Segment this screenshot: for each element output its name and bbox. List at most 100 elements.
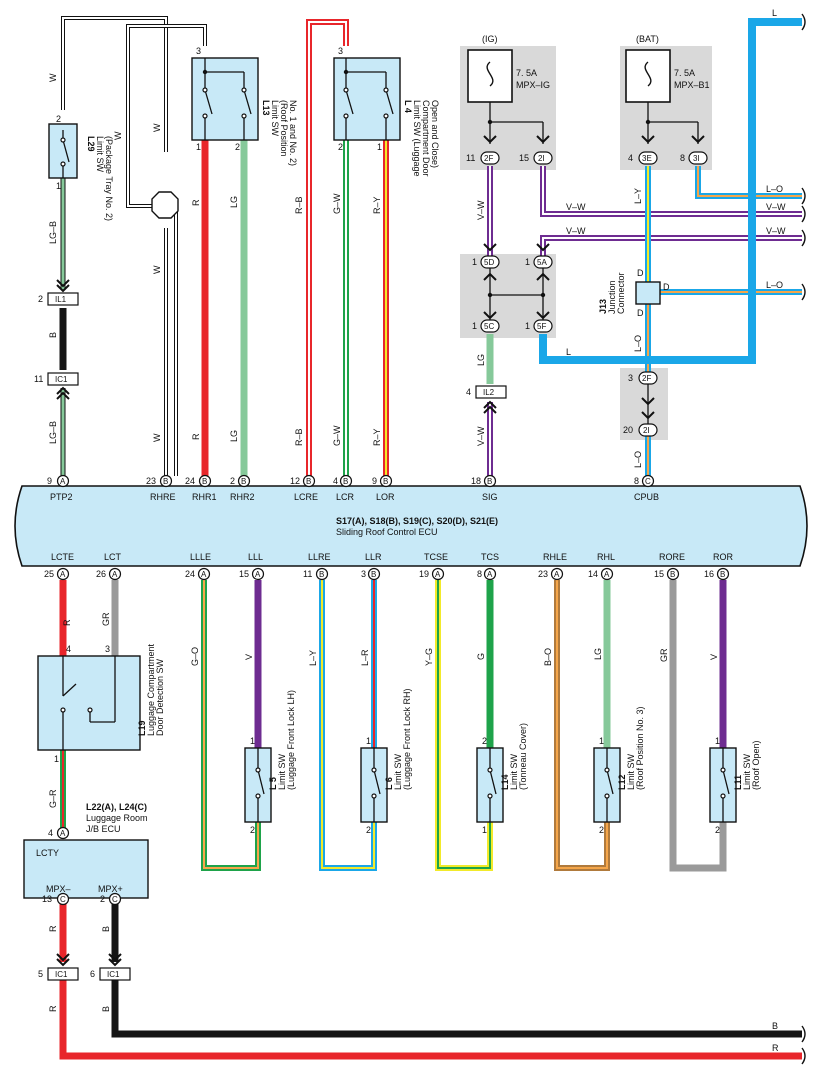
l6-code: L 6 [384, 777, 394, 790]
l29-line2: (Package Tray No. 2) [104, 136, 114, 221]
wire-label-ly2: L–Y [308, 650, 318, 666]
wire-label-gw2: G–W [332, 425, 342, 446]
fuse-ig-conn2: 2I [538, 154, 545, 163]
l22-lcty: LCTY [36, 848, 59, 858]
l11-line2: (Roof Open) [751, 740, 761, 790]
l19-code: L19 [137, 720, 147, 736]
wire-end-marks [801, 13, 806, 1065]
l22-pin-in: 4 [48, 828, 53, 838]
top-pin-conn-6: B [383, 477, 388, 486]
bot-pin-conn-10: B [670, 570, 675, 579]
l4-pin-b1: 2 [338, 142, 343, 152]
j13-pin-top: D [637, 268, 644, 278]
top-pin-conn-4: B [306, 477, 311, 486]
wire-label-go: G–O [190, 647, 200, 666]
l11-pin-bottom: 2 [715, 825, 720, 835]
ic1-b-pin: 6 [90, 969, 95, 979]
l12-pin-bottom: 2 [599, 825, 604, 835]
l5-line1: Limit SW [277, 753, 287, 790]
il1-name: IL1 [55, 295, 67, 304]
wire-label-gw1: G–W [332, 193, 342, 214]
l4-code: L 4 [403, 100, 413, 113]
top-pin-name-6: LOR [376, 492, 395, 502]
l6-limit-switch [360, 747, 388, 823]
top-pin-num-7: 18 [471, 476, 481, 486]
l11-code: L11 [733, 775, 743, 790]
l22-line2: J/B ECU [86, 824, 121, 834]
wire-label-vw-ig: V–W [476, 200, 486, 220]
splice-octagon [151, 191, 179, 219]
wire-label-b-end: B [772, 1021, 778, 1031]
l22-pin-m: 13 [42, 894, 52, 904]
l22-input-pin [56, 826, 70, 840]
l22-pin-p: 2 [100, 894, 105, 904]
top-pin-conn-2: B [202, 477, 207, 486]
ecu-subtitle: Sliding Roof Control ECU [336, 527, 438, 537]
inline-connectors [47, 292, 507, 981]
l4-line3: Open and Close) [430, 100, 440, 168]
il2-name: IL2 [483, 388, 495, 397]
wire-label-ly1: L–Y [633, 188, 643, 204]
l5-pin-top: 1 [250, 736, 255, 746]
wires [59, 16, 802, 1060]
wire-label-w-mid2: W [152, 123, 162, 132]
wire-label-lg2: LG [229, 430, 239, 442]
top-pin-num-4: 12 [290, 476, 300, 486]
wire-label-vw-r3: V–W [566, 226, 586, 236]
l5-pin-bottom: 2 [250, 825, 255, 835]
top-pin-name-1: RHRE [150, 492, 176, 502]
wire-label-r2: R [191, 433, 201, 440]
wire-label-ry1: R–Y [372, 196, 382, 214]
fuse-ig-conn1: 2F [484, 154, 493, 163]
l13-code: L13 [261, 100, 271, 116]
top-pin-name-8: CPUB [634, 492, 659, 502]
wire-label-l-mid: L [566, 347, 571, 357]
l19-line1: Luggage Compartment [146, 643, 156, 736]
l13-pin-b1: 1 [196, 142, 201, 152]
fuse-ig-rating: 7. 5A [516, 68, 537, 78]
l12-pin-top: 1 [599, 736, 604, 746]
l22-pin-m-conn: C [60, 895, 66, 904]
l13-pin-top: 3 [196, 46, 201, 56]
ic1-b-name: IC1 [107, 970, 120, 979]
top-pin-name-7: SIG [482, 492, 498, 502]
bot-pin-num-2: 24 [185, 569, 195, 579]
wire-label-b1: B [48, 332, 58, 338]
wire-label-rb2: R–B [294, 428, 304, 446]
l29-code: L29 [86, 136, 96, 152]
l13-line2: (Roof Position [279, 100, 289, 157]
top-pin-num-5: 4 [333, 476, 338, 486]
fuse-bat-conn1: 3E [642, 154, 652, 163]
bot-pin-conn-9: A [604, 570, 610, 579]
fuse-bat-pin2: 8 [680, 153, 685, 163]
wire-label-r-end: R [772, 1043, 779, 1053]
ic1-top-pin: 11 [34, 374, 43, 384]
bot-pin-name-6: TCSE [424, 552, 448, 562]
fuse-ig-pin1: 11 [466, 153, 475, 163]
l13-limit-switch [191, 57, 259, 141]
top-pin-num-0: 9 [47, 476, 52, 486]
top-pin-num-8: 8 [634, 476, 639, 486]
fuse-bat-rating: 7. 5A [674, 68, 695, 78]
wire-label-ry2: R–Y [372, 428, 382, 446]
bot-pin-num-5: 3 [361, 569, 366, 579]
bot-pin-num-4: 11 [303, 569, 312, 579]
bot-pin-name-11: ROR [713, 552, 734, 562]
jb-pin3: 1 [472, 321, 477, 331]
l6-line2: (Luggage Front Lock RH) [402, 688, 412, 790]
jb-conn4: 5F [537, 322, 546, 331]
jb2-conn1: 2F [642, 374, 651, 383]
bot-pin-name-8: RHLE [543, 552, 567, 562]
wire-labels: W W W W W LG–B B LG–B R R LG LG R–B R–B … [48, 8, 786, 1053]
wire-label-lo1: L–O [766, 184, 783, 194]
l29-limit-switch [48, 123, 78, 179]
wire-label-g-r: G–R [48, 789, 58, 808]
bot-pin-conn-8: A [554, 570, 560, 579]
top-pin-name-3: RHR2 [230, 492, 255, 502]
j13-code: J13 [598, 299, 608, 314]
ic1-top-name: IC1 [55, 375, 68, 384]
wire-label-lg3: LG [593, 648, 603, 660]
l6-pin-top: 1 [366, 736, 371, 746]
bot-pin-conn-4: B [319, 570, 324, 579]
bot-pin-num-8: 23 [538, 569, 548, 579]
